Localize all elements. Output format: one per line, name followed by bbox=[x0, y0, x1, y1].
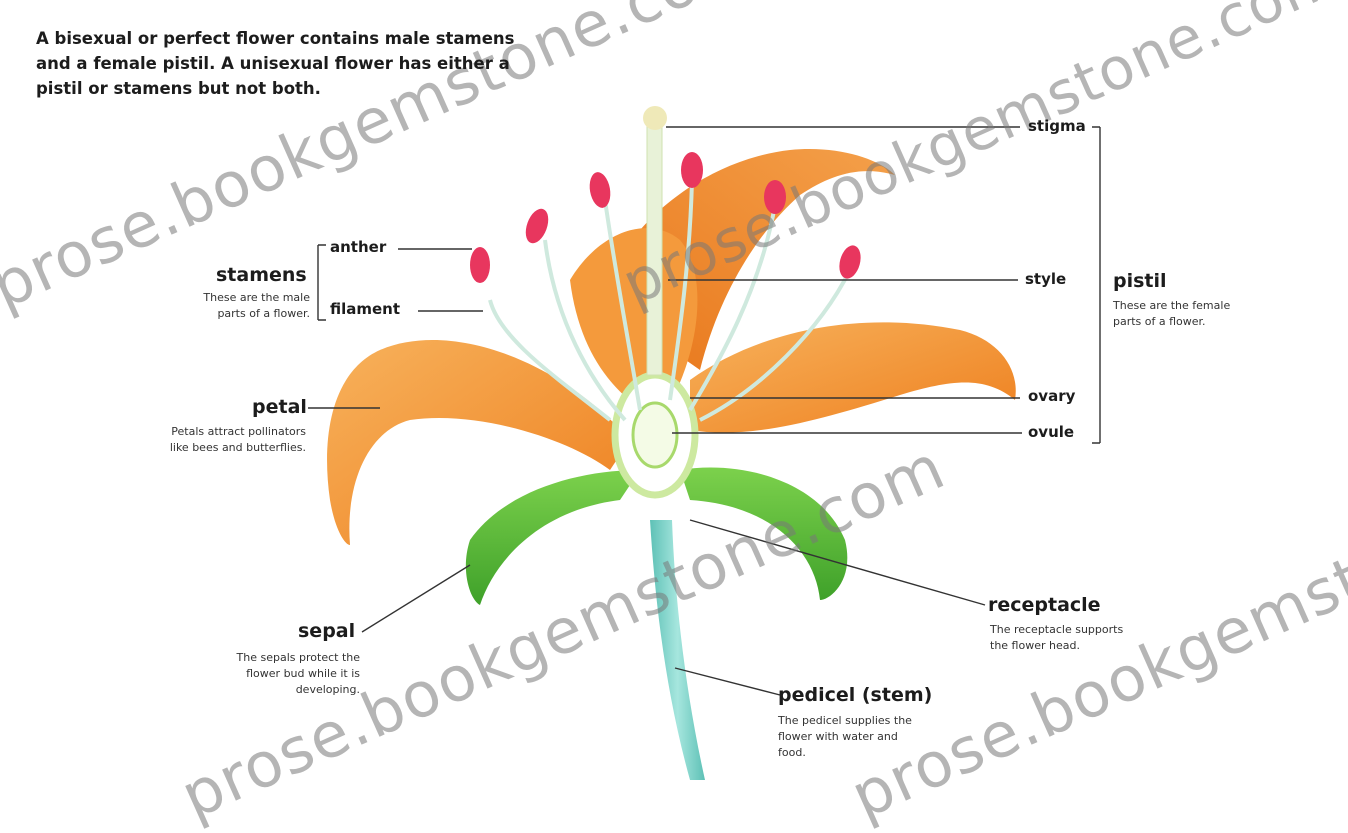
petal-description: Petals attract pollinators like bees and… bbox=[100, 424, 306, 456]
pedicel-label: pedicel (stem) bbox=[778, 684, 932, 706]
style-label: style bbox=[1025, 270, 1066, 288]
ovule-label: ovule bbox=[1028, 423, 1074, 441]
description-line: The sepals protect the bbox=[180, 650, 360, 666]
description-line: flower bud while it is bbox=[180, 666, 360, 682]
stamens-label: stamens bbox=[216, 264, 307, 286]
description-line: the flower head. bbox=[990, 638, 1123, 654]
description-line: food. bbox=[778, 745, 912, 761]
sepal-description: The sepals protect the flower bud while … bbox=[180, 650, 360, 698]
sepal-label: sepal bbox=[298, 620, 355, 642]
petal-left bbox=[327, 340, 630, 545]
intro-line: A bisexual or perfect flower contains ma… bbox=[36, 26, 515, 51]
flower-diagram: prose.bookgemstone.com prose.bookgemston… bbox=[0, 0, 1348, 813]
ovule-shape bbox=[633, 403, 677, 467]
description-line: parts of a flower. bbox=[150, 306, 310, 322]
receptacle-description: The receptacle supports the flower head. bbox=[990, 622, 1123, 654]
receptacle-label: receptacle bbox=[988, 594, 1101, 616]
description-line: like bees and butterflies. bbox=[100, 440, 306, 456]
stigma-shape bbox=[643, 106, 667, 130]
intro-line: pistil or stamens but not both. bbox=[36, 76, 515, 101]
pedicel-description: The pedicel supplies the flower with wat… bbox=[778, 713, 912, 761]
description-line: The receptacle supports bbox=[990, 622, 1123, 638]
description-line: The pedicel supplies the bbox=[778, 713, 912, 729]
description-line: These are the female bbox=[1113, 298, 1230, 314]
pistil-description: These are the female parts of a flower. bbox=[1113, 298, 1230, 330]
intro-line: and a female pistil. A unisexual flower … bbox=[36, 51, 515, 76]
pistil-label: pistil bbox=[1113, 270, 1167, 292]
petal-right bbox=[690, 322, 1016, 432]
ovary-label: ovary bbox=[1028, 387, 1075, 405]
stigma-label: stigma bbox=[1028, 117, 1086, 135]
filament-label: filament bbox=[330, 300, 400, 318]
intro-text: A bisexual or perfect flower contains ma… bbox=[36, 26, 515, 101]
description-line: parts of a flower. bbox=[1113, 314, 1230, 330]
petal-label: petal bbox=[252, 396, 307, 418]
stamens-description: These are the male parts of a flower. bbox=[150, 290, 310, 322]
description-line: flower with water and bbox=[778, 729, 912, 745]
description-line: developing. bbox=[180, 682, 360, 698]
anther-label: anther bbox=[330, 238, 386, 256]
description-line: These are the male bbox=[150, 290, 310, 306]
description-line: Petals attract pollinators bbox=[100, 424, 306, 440]
